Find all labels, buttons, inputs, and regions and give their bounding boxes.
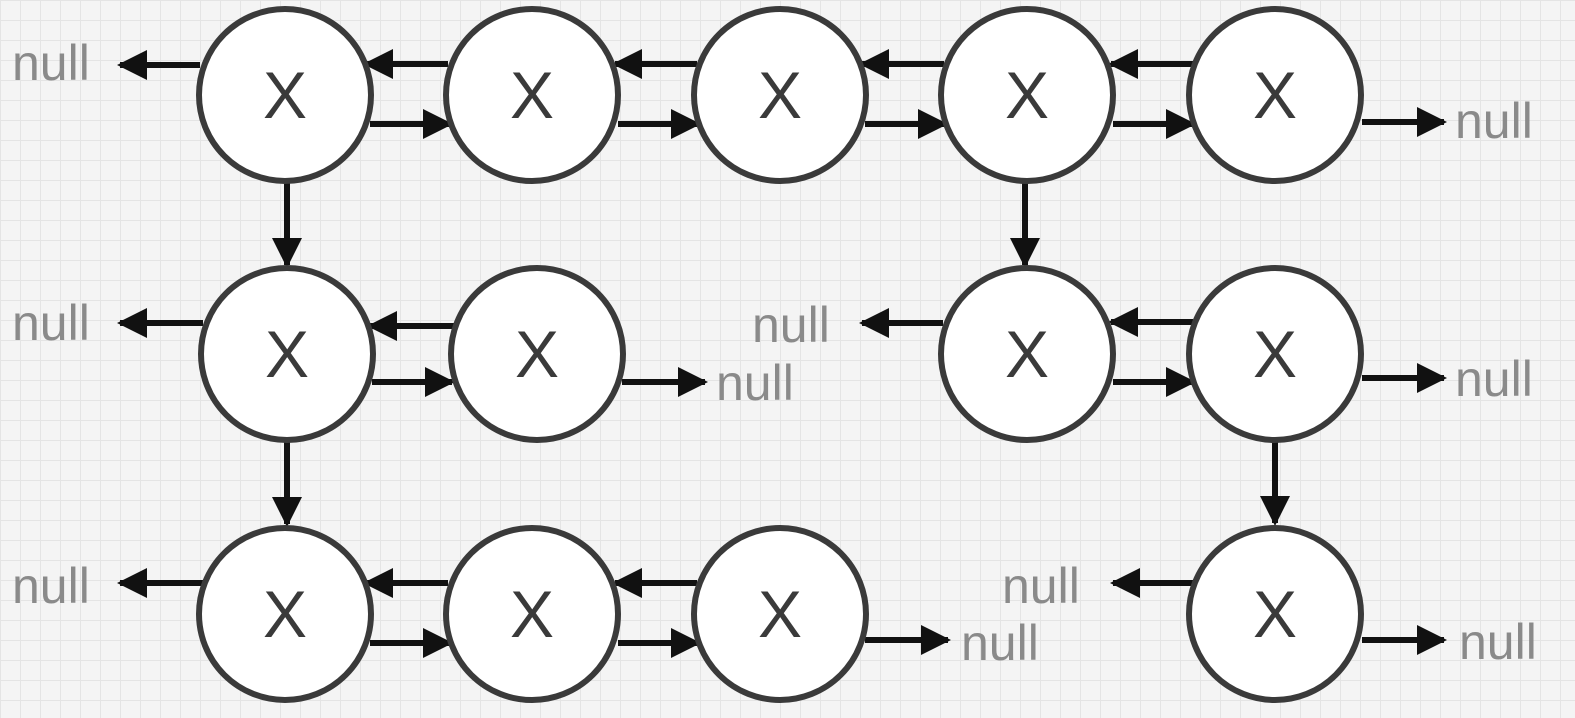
null-label-row3a-right: null <box>961 615 1039 671</box>
node-label: X <box>263 577 307 651</box>
node-label: X <box>1253 58 1297 132</box>
node-label: X <box>510 58 554 132</box>
null-label-row3b-left: null <box>1002 558 1080 614</box>
null-label-row2a-right: null <box>716 355 794 411</box>
null-label-row2a-left: null <box>12 295 90 351</box>
null-labels: null null null null null null null null … <box>12 35 1537 671</box>
node-n5: X <box>1186 6 1364 184</box>
node-label: X <box>1005 58 1049 132</box>
arrows <box>117 49 1447 658</box>
node-e1: X <box>938 265 1116 443</box>
node-e2: X <box>1186 265 1364 443</box>
null-label-row1-left: null <box>12 35 90 91</box>
null-label-row2b-right: null <box>1455 351 1533 407</box>
node-d2: X <box>443 525 621 703</box>
node-n3: X <box>691 6 869 184</box>
node-label: X <box>265 317 309 391</box>
null-label-row2b-left: null <box>752 297 830 353</box>
node-label: X <box>1253 317 1297 391</box>
node-label: X <box>1005 317 1049 391</box>
node-n2: X <box>443 6 621 184</box>
node-n4: X <box>938 6 1116 184</box>
node-f1: X <box>1186 525 1364 703</box>
node-d3: X <box>691 525 869 703</box>
node-c2: X <box>448 265 626 443</box>
null-label-row1-right: null <box>1455 93 1533 149</box>
node-n1: X <box>196 6 374 184</box>
node-label: X <box>758 577 802 651</box>
node-label: X <box>263 58 307 132</box>
null-label-row3a-left: null <box>12 558 90 614</box>
node-label: X <box>510 577 554 651</box>
node-label: X <box>1253 577 1297 651</box>
node-c1: X <box>198 265 376 443</box>
node-label: X <box>758 58 802 132</box>
null-label-row3b-right: null <box>1459 614 1537 670</box>
node-d1: X <box>196 525 374 703</box>
nodes: X X X X X X X X <box>196 6 1364 703</box>
node-label: X <box>515 317 559 391</box>
